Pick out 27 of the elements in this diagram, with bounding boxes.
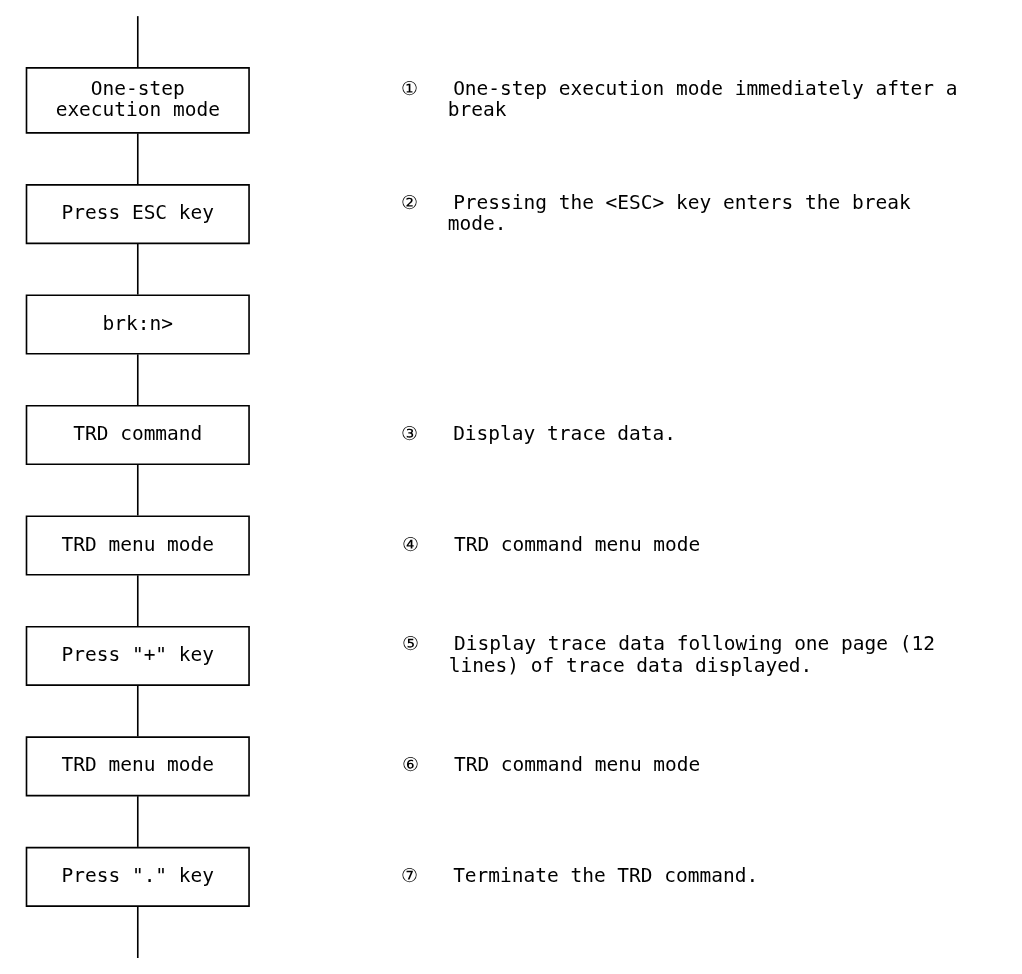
connector	[136, 795, 139, 848]
connector	[136, 353, 139, 406]
connector	[136, 243, 139, 296]
node-label: ⑦ Terminate the TRD command.	[400, 863, 759, 887]
connector	[136, 684, 139, 738]
node-label: ④ TRD command menu mode	[401, 532, 701, 556]
connector	[136, 132, 139, 186]
connector	[136, 574, 139, 627]
connector	[136, 464, 139, 517]
node-box: brk:n>	[25, 294, 250, 355]
node-box: Press "+" key	[25, 625, 250, 686]
node-label: mode.	[447, 211, 507, 235]
connector	[136, 905, 139, 959]
node-label: lines) of trace data displayed.	[448, 653, 813, 677]
node-box: TRD command	[25, 404, 250, 466]
connector	[136, 15, 139, 69]
node-label: ③ Display trace data.	[400, 422, 677, 446]
node-box: Press ESC key	[25, 184, 250, 245]
node-box: TRD menu mode	[25, 736, 250, 797]
node-box: One-step execution mode	[25, 67, 250, 134]
node-label: ⑥ TRD command menu mode	[401, 753, 701, 777]
node-box: TRD menu mode	[25, 515, 250, 576]
node-label: ⑤ Display trace data following one page (12	[401, 632, 935, 656]
node-label: break	[447, 97, 507, 121]
node-label: ② Pressing the <ESC> key enters the break	[400, 190, 911, 214]
node-box: Press "." key	[25, 846, 250, 907]
node-label: ① One-step execution mode immediately after a	[400, 76, 958, 100]
